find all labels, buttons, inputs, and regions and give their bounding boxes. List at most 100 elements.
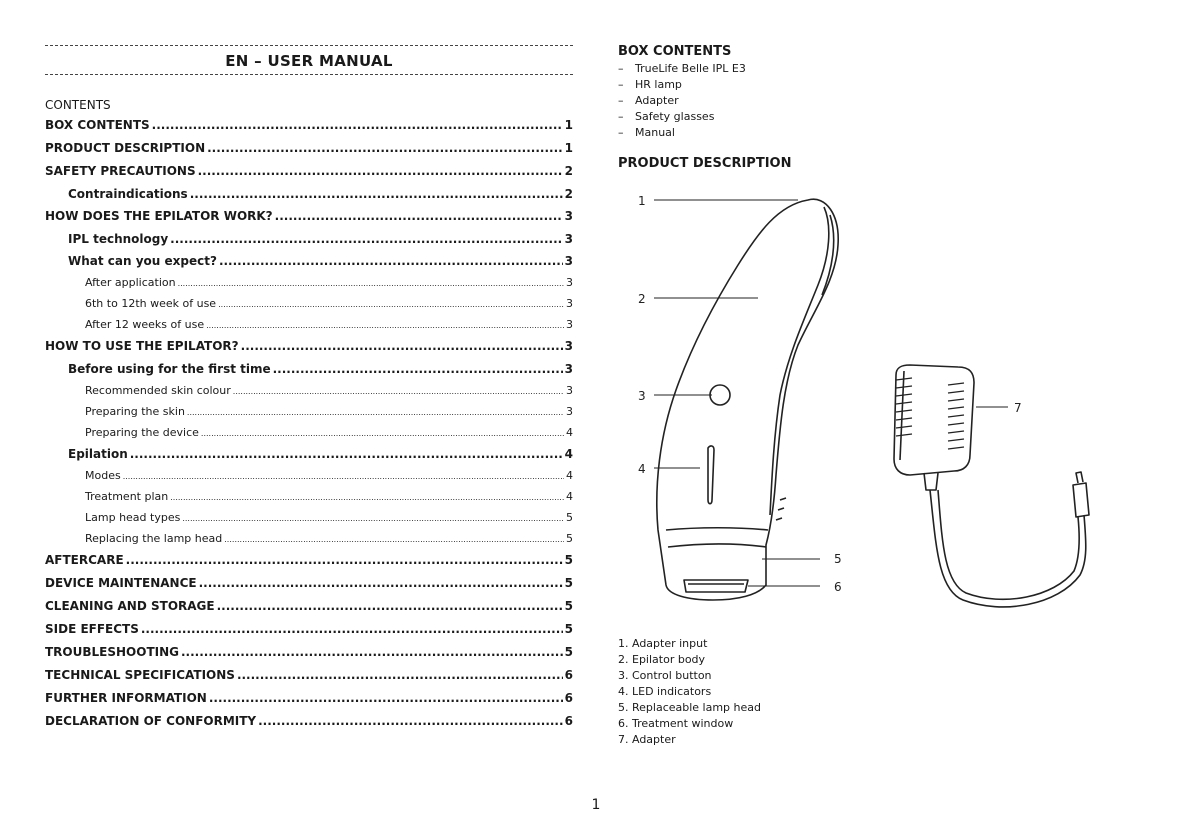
toc-entry[interactable]: PRODUCT DESCRIPTION 1 bbox=[45, 141, 573, 164]
toc-dot-leader bbox=[207, 141, 563, 155]
toc-entry[interactable]: Replacing the lamp head5 bbox=[45, 532, 573, 553]
toc-dot-leader bbox=[275, 209, 563, 223]
toc-entry-title: TECHNICAL SPECIFICATIONS bbox=[45, 668, 235, 682]
callout-1: 1 bbox=[638, 194, 646, 208]
toc-page-number: 3 bbox=[564, 209, 573, 223]
toc-page-number: 3 bbox=[566, 405, 573, 418]
part-item: 2. Epilator body bbox=[618, 653, 706, 666]
part-item: 4. LED indicators bbox=[618, 685, 712, 698]
toc-page-number: 4 bbox=[564, 447, 573, 461]
toc-entry[interactable]: FURTHER INFORMATION 6 bbox=[45, 691, 573, 714]
toc-dot-leader bbox=[233, 387, 564, 396]
toc-dot-leader bbox=[219, 254, 563, 268]
product-diagram: 1 2 3 4 5 6 7 bbox=[638, 194, 1090, 608]
toc-entry[interactable]: TROUBLESHOOTING5 bbox=[45, 645, 573, 668]
toc-entry-title: Preparing the device bbox=[85, 426, 199, 439]
toc-entry[interactable]: Preparing the device 4 bbox=[45, 426, 573, 447]
toc-entry[interactable]: What can you expect?3 bbox=[45, 254, 573, 276]
toc-entry[interactable]: DECLARATION OF CONFORMITY6 bbox=[45, 714, 573, 737]
toc-dot-leader bbox=[217, 599, 563, 613]
toc-dot-leader bbox=[190, 187, 563, 201]
toc-dot-leader bbox=[237, 668, 563, 682]
toc-entry[interactable]: TECHNICAL SPECIFICATIONS 6 bbox=[45, 668, 573, 691]
callout-4: 4 bbox=[638, 462, 646, 476]
toc-page-number: 3 bbox=[564, 254, 573, 268]
toc-page-number: 1 bbox=[564, 118, 573, 132]
toc-entry[interactable]: SAFETY PRECAUTIONS2 bbox=[45, 164, 573, 187]
toc-dot-leader bbox=[273, 362, 563, 376]
toc-entry[interactable]: CLEANING AND STORAGE5 bbox=[45, 599, 573, 622]
toc-dot-leader bbox=[181, 645, 563, 659]
toc-entry[interactable]: 6th to 12th week of use3 bbox=[45, 297, 573, 318]
toc-entry-title: Modes bbox=[85, 469, 121, 482]
toc-entry[interactable]: HOW TO USE THE EPILATOR?3 bbox=[45, 339, 573, 362]
page-number: 1 bbox=[591, 797, 601, 813]
toc-dot-leader bbox=[206, 321, 564, 330]
part-item: 7. Adapter bbox=[618, 733, 676, 746]
product-description-heading: PRODUCT DESCRIPTION bbox=[618, 156, 792, 171]
callout-numbers: 1 2 3 4 5 6 7 bbox=[638, 194, 1022, 594]
toc-entry[interactable]: AFTERCARE 5 bbox=[45, 553, 573, 576]
toc-page-number: 4 bbox=[566, 426, 573, 439]
toc-entry[interactable]: Lamp head types5 bbox=[45, 511, 573, 532]
toc-page-number: 2 bbox=[564, 187, 573, 201]
toc-entry[interactable]: BOX CONTENTS1 bbox=[45, 118, 573, 141]
toc-entry[interactable]: Recommended skin colour3 bbox=[45, 384, 573, 405]
toc-page-number: 4 bbox=[566, 490, 573, 503]
toc-dot-leader bbox=[178, 279, 564, 288]
toc-entry[interactable]: IPL technology3 bbox=[45, 232, 573, 254]
box-contents-item: TrueLife Belle IPL E3 bbox=[618, 62, 746, 78]
toc-page-number: 2 bbox=[564, 164, 573, 178]
callout-2: 2 bbox=[638, 292, 646, 306]
callout-leaders bbox=[654, 199, 1008, 587]
toc-entry[interactable]: After application3 bbox=[45, 276, 573, 297]
toc-entry-title: Recommended skin colour bbox=[85, 384, 231, 397]
toc-page-number: 3 bbox=[566, 318, 573, 331]
box-contents-item: HR lamp bbox=[618, 78, 746, 94]
toc-entry-title: FURTHER INFORMATION bbox=[45, 691, 207, 705]
toc-entry-title: After 12 weeks of use bbox=[85, 318, 205, 331]
top-dashed-rule bbox=[45, 45, 573, 46]
adapter-drawing bbox=[893, 364, 1090, 608]
toc-dot-leader bbox=[130, 447, 563, 461]
toc-entry-title: AFTERCARE bbox=[45, 553, 124, 567]
toc-dot-leader bbox=[201, 429, 564, 438]
toc-entry[interactable]: Preparing the skin3 bbox=[45, 405, 573, 426]
toc-page-number: 5 bbox=[564, 553, 573, 567]
toc-page-number: 5 bbox=[566, 511, 573, 524]
toc-entry[interactable]: HOW DOES THE EPILATOR WORK? 3 bbox=[45, 209, 573, 232]
toc-page-number: 3 bbox=[564, 339, 573, 353]
toc-entry-title: SIDE EFFECTS bbox=[45, 622, 139, 636]
box-contents-item: Manual bbox=[618, 126, 746, 142]
callout-7: 7 bbox=[1014, 401, 1022, 415]
toc-entry[interactable]: Epilation 4 bbox=[45, 447, 573, 469]
toc-entry[interactable]: Before using for the first time3 bbox=[45, 362, 573, 384]
toc-page-number: 1 bbox=[564, 141, 573, 155]
toc-entry-title: Before using for the first time bbox=[68, 362, 271, 376]
toc-dot-leader bbox=[182, 514, 564, 523]
toc-entry-title: PRODUCT DESCRIPTION bbox=[45, 141, 206, 155]
toc-page-number: 3 bbox=[566, 297, 573, 310]
box-contents-item: Adapter bbox=[618, 94, 746, 110]
toc-entry[interactable]: DEVICE MAINTENANCE5 bbox=[45, 576, 573, 599]
toc-entry[interactable]: Contraindications2 bbox=[45, 187, 573, 209]
toc-dot-leader bbox=[170, 232, 562, 246]
toc-entry-title: TROUBLESHOOTING bbox=[45, 645, 179, 659]
table-of-contents: BOX CONTENTS1PRODUCT DESCRIPTION 1SAFETY … bbox=[45, 118, 573, 737]
toc-dot-leader bbox=[170, 493, 564, 502]
toc-page-number: 3 bbox=[566, 276, 573, 289]
toc-entry[interactable]: Modes4 bbox=[45, 469, 573, 490]
callout-3: 3 bbox=[638, 389, 646, 403]
toc-dot-leader bbox=[123, 472, 564, 481]
toc-entry[interactable]: After 12 weeks of use 3 bbox=[45, 318, 573, 339]
toc-page-number: 6 bbox=[564, 691, 573, 705]
toc-entry-title: Epilation bbox=[68, 447, 128, 461]
box-contents-list: TrueLife Belle IPL E3HR lampAdapterSafet… bbox=[618, 62, 746, 142]
toc-page-number: 6 bbox=[564, 668, 573, 682]
part-item: 3. Control button bbox=[618, 669, 712, 682]
toc-entry[interactable]: Treatment plan4 bbox=[45, 490, 573, 511]
callout-5: 5 bbox=[834, 552, 842, 566]
toc-entry-title: HOW DOES THE EPILATOR WORK? bbox=[45, 209, 273, 223]
box-contents-item: Safety glasses bbox=[618, 110, 746, 126]
toc-entry[interactable]: SIDE EFFECTS5 bbox=[45, 622, 573, 645]
